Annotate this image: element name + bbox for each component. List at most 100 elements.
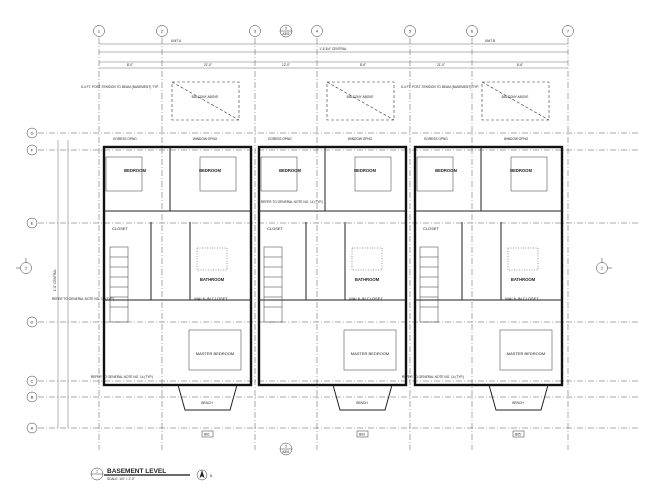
balcony-note-2: 6-4 FT. POST-TENSION TO BEAM (BASEMENT) … bbox=[401, 85, 479, 89]
unit2-note: REFER TO GENERAL NOTE NO. 14 (TYP.) bbox=[261, 200, 323, 204]
unit2-closet: CLOSET bbox=[267, 226, 284, 231]
section-marker-bottom: 3 A301 bbox=[279, 442, 293, 456]
unit1-wic: WALK-IN CLOSET bbox=[194, 296, 228, 301]
dim-left-overall: 1'-0" CENTRAL bbox=[53, 269, 57, 291]
grid-label-D: D bbox=[31, 320, 34, 325]
grid-bubble-E: E bbox=[26, 217, 38, 229]
grid-label-A: A bbox=[31, 426, 34, 431]
grid-bubble-A: A bbox=[26, 422, 38, 434]
grid-label-7: 7 bbox=[567, 29, 570, 34]
grid-bubble-1: 1 bbox=[93, 25, 105, 37]
marker-top-sheet: A301 bbox=[282, 32, 290, 36]
unit2-wic: WALK-IN CLOSET bbox=[349, 296, 383, 301]
unit2-bedroom-1: BEDROOM bbox=[279, 168, 301, 173]
grid-bubble-2: 2 bbox=[156, 25, 168, 37]
unit3-bench: BENCH bbox=[512, 401, 524, 405]
unit2-window: WINDOW OPNG bbox=[348, 137, 373, 141]
marker-top-num: 9 bbox=[285, 27, 287, 31]
grid-label-5: 5 bbox=[409, 29, 412, 34]
grid-label-4: 4 bbox=[316, 29, 319, 34]
dim-seg-5: 8'-6" bbox=[517, 63, 523, 67]
grid-bubble-B: B bbox=[26, 391, 38, 403]
unit3-master: MASTER BEDROOM bbox=[507, 351, 545, 356]
grid-label-F: F bbox=[31, 148, 34, 153]
marker-bottom-sheet: A301 bbox=[282, 450, 290, 454]
grid-bubble-G: G bbox=[26, 127, 38, 139]
left-dimensions: 1'-0" CENTRAL bbox=[53, 140, 69, 428]
unit3-bathroom: BATHROOM bbox=[511, 277, 536, 282]
grid-bubble-D: D bbox=[26, 316, 38, 328]
unit3-note: REFER TO GENERAL NOTE NO. 14 (TYP.) bbox=[402, 375, 464, 379]
unit3-wic: WALK-IN CLOSET bbox=[505, 296, 539, 301]
grid-bubble-F: F bbox=[26, 144, 38, 156]
elev-left-num: 2 bbox=[25, 267, 27, 271]
balcony-label-2: BALCONY ABOVE bbox=[347, 95, 374, 99]
unit1-master: MASTER BEDROOM bbox=[196, 351, 234, 356]
dim-overall-top: 1'-6 3/4" CENTRAL bbox=[319, 47, 347, 51]
unit1-window: WINDOW OPNG bbox=[193, 137, 218, 141]
unit3-window: WINDOW OPNG bbox=[504, 137, 529, 141]
unit2-bench: BENCH bbox=[356, 401, 368, 405]
title-marker-num: 1 bbox=[96, 470, 98, 474]
unit1-tag: B01 bbox=[204, 433, 210, 437]
grid-label-G: G bbox=[30, 131, 33, 136]
grid-bubble-C: C bbox=[26, 375, 38, 387]
dim-seg-3: 8'-6" bbox=[360, 63, 366, 67]
north-label: N bbox=[210, 474, 213, 478]
unit2-tag: B03 bbox=[359, 433, 365, 437]
grid-bubble-4: 4 bbox=[311, 25, 323, 37]
dim-unit-a: UNIT A bbox=[171, 39, 182, 43]
grid-label-C: C bbox=[31, 379, 34, 384]
elevation-tag-right: 2 bbox=[596, 258, 612, 274]
unit3-closet: CLOSET bbox=[423, 226, 440, 231]
unit3-bedroom-2: BEDROOM bbox=[510, 168, 532, 173]
unit1-note: REFER TO GENERAL NOTE NO. 14 (TYP.) bbox=[52, 297, 114, 301]
unit2-master: MASTER BEDROOM bbox=[351, 351, 389, 356]
unit1-note-2: REFER TO GENERAL NOTE NO. 14 (TYP.) bbox=[91, 375, 153, 379]
grid-label-1: 1 bbox=[98, 29, 101, 34]
unit3-tag: B05 bbox=[515, 433, 521, 437]
dim-seg-4: 21'-0" bbox=[437, 63, 445, 67]
balcony-note-1: 6-4 FT. POST-TENSION TO BEAM (BASEMENT) … bbox=[81, 85, 159, 89]
marker-bottom-num: 3 bbox=[285, 445, 287, 449]
unit2-egress: EGRESS OPNG bbox=[268, 137, 292, 141]
unit1-bench: BENCH bbox=[201, 401, 213, 405]
grid-bubble-5: 5 bbox=[404, 25, 416, 37]
section-marker-top: 9 A301 bbox=[279, 24, 293, 38]
balcony-label-1: BALCONY ABOVE bbox=[192, 95, 219, 99]
grid-label-B: B bbox=[31, 395, 34, 400]
grid-columns: 1 2 3 4 5 6 7 bbox=[93, 25, 574, 450]
unit-1: BEDROOM BEDROOM BATHROOM WALK-IN CLOSET … bbox=[52, 137, 253, 438]
drawing-scale: SCALE: 1/4" = 1'-0" bbox=[107, 477, 135, 481]
unit3-bedroom-1: BEDROOM bbox=[435, 168, 457, 173]
unit1-egress: EGRESS OPNG bbox=[113, 137, 137, 141]
grid-bubble-6: 6 bbox=[466, 25, 478, 37]
balcony-label-3: BALCONY ABOVE bbox=[502, 95, 529, 99]
drawing-title: BASEMENT LEVEL bbox=[107, 468, 166, 475]
unit-3: BEDROOM BEDROOM BATHROOM WALK-IN CLOSET … bbox=[402, 137, 564, 438]
unit-2: BEDROOM BEDROOM BATHROOM WALK-IN CLOSET … bbox=[257, 137, 408, 438]
unit1-closet: CLOSET bbox=[112, 226, 129, 231]
unit1-bathroom: BATHROOM bbox=[200, 277, 225, 282]
unit2-bathroom: BATHROOM bbox=[355, 277, 380, 282]
grid-rows: G F E D C B A bbox=[26, 127, 640, 434]
dim-unit-b: UNIT B bbox=[485, 39, 495, 43]
unit1-bedroom-1: BEDROOM bbox=[124, 168, 146, 173]
unit1-bedroom-2: BEDROOM bbox=[199, 168, 221, 173]
balconies: BALCONY ABOVE 6-4 FT. POST-TENSION TO BE… bbox=[81, 81, 550, 121]
elevation-tag-left: 2 bbox=[16, 258, 32, 274]
dim-seg-2: 12'-0" bbox=[282, 63, 290, 67]
top-dimensions: UNIT A UNIT B 1'-6 3/4" CENTRAL 8'-0" 21… bbox=[99, 39, 568, 69]
unit3-egress: EGRESS OPNG bbox=[424, 137, 448, 141]
grid-label-6: 6 bbox=[471, 29, 474, 34]
grid-label-E: E bbox=[31, 221, 34, 226]
grid-label-3: 3 bbox=[254, 29, 257, 34]
dim-seg-0: 8'-0" bbox=[127, 63, 133, 67]
grid-label-2: 2 bbox=[161, 29, 164, 34]
grid-bubble-3: 3 bbox=[249, 25, 261, 37]
unit2-bedroom-2: BEDROOM bbox=[354, 168, 376, 173]
dim-seg-1: 21'-0" bbox=[204, 63, 212, 67]
grid-bubble-7: 7 bbox=[562, 25, 574, 37]
elev-right-num: 2 bbox=[601, 267, 603, 271]
drawing-title-block: 1 BASEMENT LEVEL SCALE: 1/4" = 1'-0" N bbox=[90, 467, 213, 481]
